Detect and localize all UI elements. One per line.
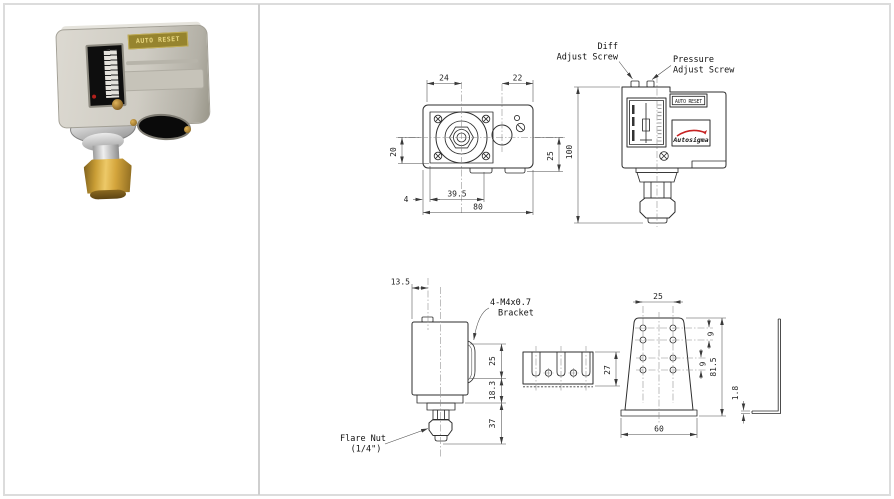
dim-label-4: 4 (404, 195, 409, 204)
dim-label-39-5: 39.5 (447, 190, 466, 199)
dim-label-60: 60 (654, 425, 664, 434)
dim-label-18-3: 18.3 (488, 381, 497, 400)
bottom-view-drawing: 24 22 20 25 4 39.5 80 (389, 74, 565, 215)
page-frame (3, 3, 891, 496)
dim-label-1-8: 1.8 (731, 386, 740, 401)
front-cover-screw (659, 151, 669, 161)
front-scale-window (626, 97, 667, 148)
dim-label-80: 80 (473, 203, 483, 212)
pressure-callout-line2: Adjust Screw (673, 66, 735, 76)
dim-label-81-5: 81.5 (709, 357, 718, 376)
bracket-callout-line1: 4-M4x0.7 (490, 298, 531, 308)
cable-screw-right (184, 126, 191, 133)
dim-label-9-top: 9 (707, 331, 716, 336)
bracket-side-profile-drawing: 1.8 (731, 318, 781, 424)
flare-callout-line2: (1/4") (351, 445, 382, 455)
dim-label-37: 37 (488, 419, 497, 429)
brand-text: Autosigma (672, 136, 708, 144)
front-screw (112, 99, 123, 110)
dim-label-25-side: 25 (488, 356, 497, 366)
bracket-holes (639, 324, 677, 374)
dim-label-9-bottom: 9 (699, 361, 708, 366)
dim-label-20: 20 (389, 147, 398, 157)
pressure-adjust-screw (646, 80, 655, 88)
front-view-drawing: AUTO RESET Autosigma (557, 42, 735, 227)
dim-label-13-5: 13.5 (391, 278, 410, 287)
ground-screw (515, 122, 526, 133)
diff-callout-line2: Adjust Screw (557, 53, 619, 63)
flare-callout-line1: Flare Nut (340, 434, 386, 444)
bracket-top-view-drawing: 27 (522, 346, 620, 392)
front-auto-reset-plate: AUTO RESET (669, 93, 708, 108)
diff-adjust-screw (630, 80, 640, 88)
plate-screws (433, 114, 491, 161)
bracket-front-view-drawing: 25 9 9 81.5 60 (620, 292, 726, 438)
side-view-drawing: 13.5 25 18.3 37 4-M4x0.7 Bracket Flare N… (340, 278, 534, 457)
dim-label-27: 27 (603, 365, 612, 375)
pressure-callout-line1: Pressure (673, 55, 714, 65)
flare-nut-profile (428, 419, 453, 436)
dim-label-22: 22 (513, 74, 523, 83)
panel-divider (258, 4, 260, 495)
dim-label-25-right: 25 (546, 151, 555, 161)
auto-reset-text: AUTO RESET (675, 99, 702, 105)
cable-screw-left (130, 119, 137, 126)
dim-label-24: 24 (439, 74, 449, 83)
diff-callout-line1: Diff (598, 42, 618, 52)
product-photo-panel: AUTO RESET (0, 0, 259, 499)
front-brand-plate: Autosigma (671, 119, 711, 147)
dim-label-25-bracket: 25 (653, 292, 663, 301)
bracket-callout-line2: Bracket (498, 309, 534, 319)
bracket-profile (467, 340, 476, 384)
dim-label-100: 100 (565, 145, 574, 160)
